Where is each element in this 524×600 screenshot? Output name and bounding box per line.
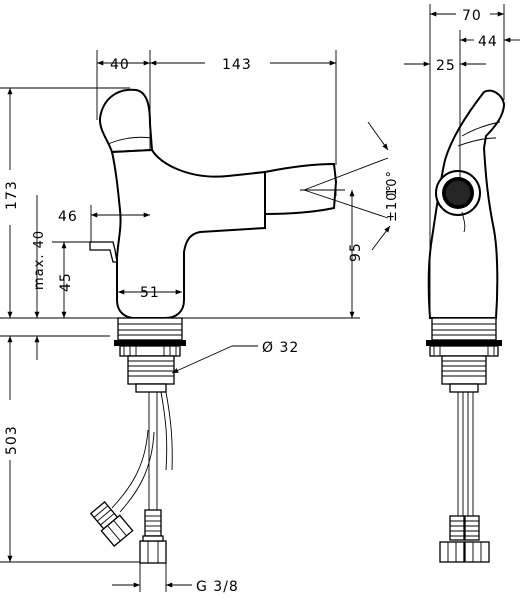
dim-173-label: 173 [4, 180, 20, 210]
mount-washer [114, 340, 186, 346]
threaded-shank [127, 355, 175, 385]
faucet-front-view [426, 89, 506, 563]
dimension-lines-right [404, 4, 520, 318]
front-knob-inner [442, 177, 474, 209]
dim-503-label: 503 [4, 425, 20, 455]
dim-95-label: 95 [348, 242, 364, 262]
supply-hose-bent [111, 429, 155, 513]
faucet-spout [264, 162, 338, 216]
dim-angle-pm-label: ±10° [385, 184, 400, 222]
dim-45-label: 45 [58, 272, 74, 292]
straight-hose-fitting [139, 509, 167, 564]
dim-25-label: 25 [436, 58, 456, 74]
supply-hose-straight [148, 392, 158, 510]
dim-44-label: 44 [478, 34, 498, 50]
dim-46-label: 46 [58, 209, 78, 225]
dim-diameter32-label: Ø 32 [262, 340, 299, 356]
dim-40-label: 40 [110, 57, 130, 73]
dim-70-label: 70 [462, 8, 482, 24]
dim-51-label: 51 [140, 285, 160, 301]
dim-g38-label: G 3/8 [196, 579, 239, 595]
base-collar [117, 317, 183, 341]
bent-hose-fitting [89, 501, 134, 548]
dimension-lines-left [0, 50, 391, 592]
faucet-body [110, 148, 266, 319]
faucet-lever [98, 88, 154, 154]
dim-143-label: 143 [222, 57, 252, 73]
dim-max40-label: max. 40 [32, 230, 47, 290]
popup-lever [89, 241, 118, 263]
faucet-side-view [89, 88, 389, 564]
dim-angle10-label: 10° [385, 170, 400, 196]
